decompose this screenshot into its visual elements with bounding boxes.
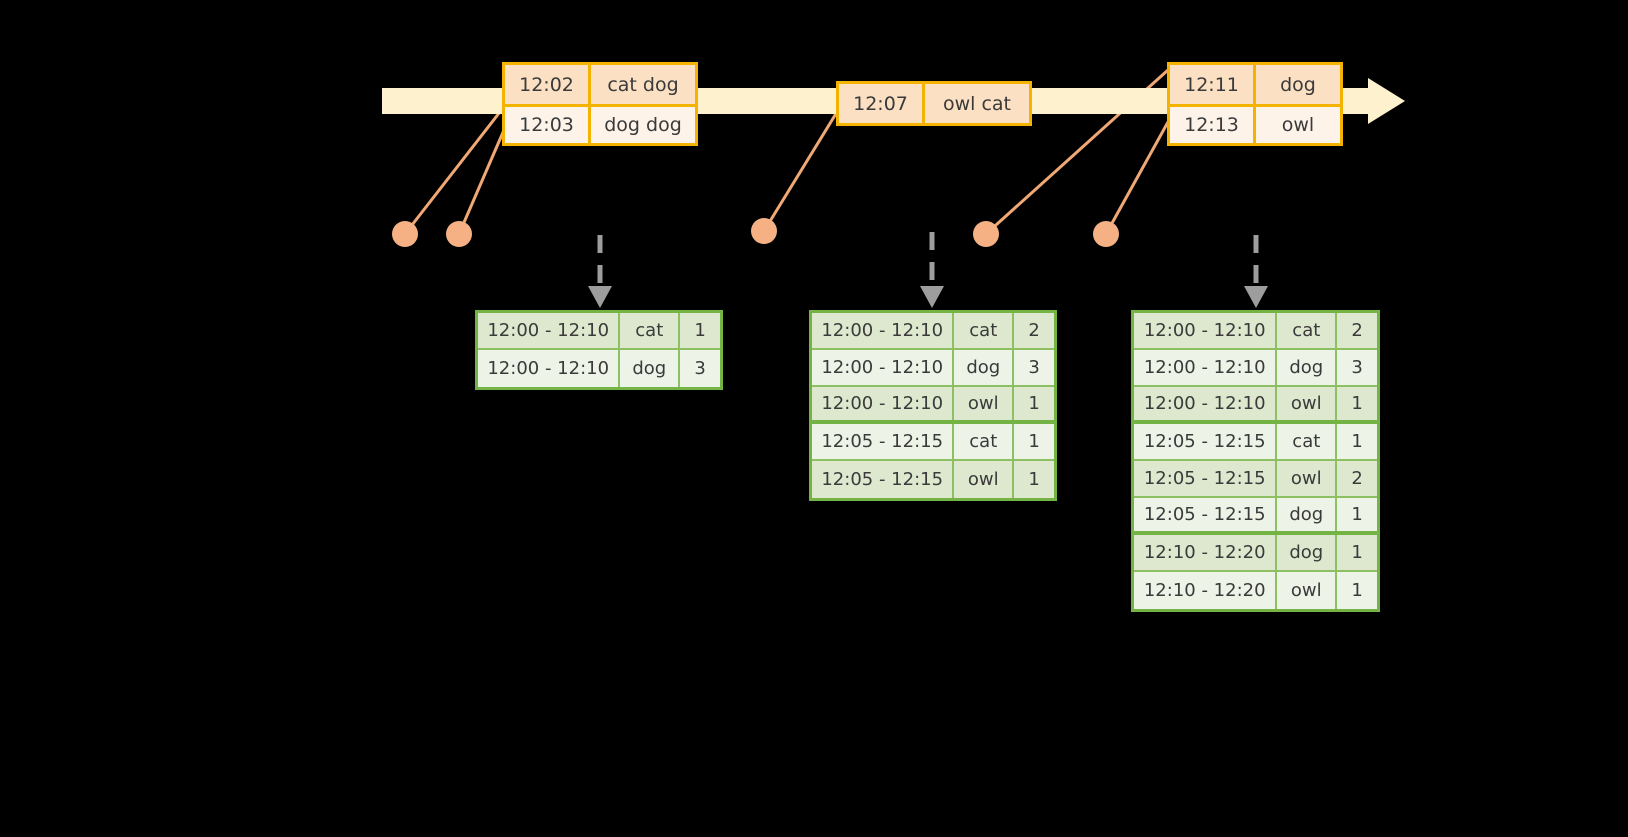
- count-cell: 2: [1351, 320, 1363, 341]
- table-row[interactable]: 12:00 - 12:10 cat 1: [478, 313, 720, 350]
- table-row[interactable]: 12:10 - 12:20 owl 1: [1134, 572, 1377, 609]
- event-row[interactable]: 12:07 owl cat: [839, 84, 1029, 123]
- event-value: owl: [1281, 114, 1315, 136]
- connector-line-3: [762, 111, 839, 232]
- table-row[interactable]: 12:00 - 12:10 dog 3: [1134, 350, 1377, 387]
- table-row[interactable]: 12:00 - 12:10 owl 1: [1134, 387, 1377, 424]
- event-time: 12:07: [839, 84, 925, 123]
- table-row[interactable]: 12:05 - 12:15 owl 1: [812, 461, 1054, 498]
- window-cell: 12:05 - 12:15: [1134, 424, 1278, 459]
- window-cell: 12:10 - 12:20: [1134, 535, 1278, 570]
- result-table-1[interactable]: 12:00 - 12:10 cat 1 12:00 - 12:10 dog 3: [475, 310, 723, 390]
- count-cell: 3: [1028, 357, 1040, 378]
- event-value: dog dog: [604, 114, 682, 136]
- emit-arrowheads: [588, 286, 1268, 308]
- event-row[interactable]: 12:03 dog dog: [505, 104, 695, 143]
- window-cell: 12:00 - 12:10: [1134, 350, 1278, 385]
- event-group-1[interactable]: 12:02 cat dog 12:03 dog dog: [502, 62, 698, 146]
- table-row[interactable]: 12:00 - 12:10 cat 2: [812, 313, 1054, 350]
- window-cell: 12:05 - 12:15: [812, 461, 955, 498]
- window-cell: 12:05 - 12:15: [1134, 461, 1278, 496]
- event-time: 12:03: [505, 107, 591, 143]
- key-cell: cat: [620, 313, 681, 348]
- table-row[interactable]: 12:10 - 12:20 dog 1: [1134, 535, 1377, 572]
- event-group-3[interactable]: 12:11 dog 12:13 owl: [1167, 62, 1343, 146]
- window-cell: 12:00 - 12:10: [478, 350, 621, 387]
- connector-line-5: [1104, 121, 1170, 235]
- event-time: 12:13: [1170, 107, 1256, 143]
- event-group-2[interactable]: 12:07 owl cat: [836, 81, 1032, 126]
- table-row[interactable]: 12:00 - 12:10 owl 1: [812, 387, 1054, 424]
- connector-line-2: [457, 129, 506, 235]
- key-cell: owl: [1277, 461, 1338, 496]
- table-row[interactable]: 12:05 - 12:15 owl 2: [1134, 461, 1377, 498]
- window-cell: 12:00 - 12:10: [812, 387, 955, 420]
- emit-arrowhead-3: [1244, 286, 1268, 308]
- event-time: 12:11: [1170, 65, 1256, 104]
- table-row[interactable]: 12:05 - 12:15 cat 1: [1134, 424, 1377, 461]
- count-cell: 2: [1351, 468, 1363, 489]
- table-row[interactable]: 12:00 - 12:10 cat 2: [1134, 313, 1377, 350]
- connector-dots: [392, 218, 1119, 247]
- table-row[interactable]: 12:05 - 12:15 dog 1: [1134, 498, 1377, 535]
- emit-arrowhead-1: [588, 286, 612, 308]
- key-cell: dog: [1277, 350, 1338, 385]
- count-cell: 3: [1351, 357, 1363, 378]
- key-cell: owl: [954, 461, 1015, 498]
- event-dot-4: [973, 221, 999, 247]
- key-cell: dog: [1277, 535, 1338, 570]
- emit-arrows: [597, 232, 1259, 288]
- event-dot-2: [446, 221, 472, 247]
- count-cell: 1: [1351, 393, 1363, 414]
- count-cell: 1: [1351, 504, 1363, 525]
- count-cell: 2: [1028, 320, 1040, 341]
- event-value: cat dog: [607, 73, 679, 96]
- key-cell: cat: [1277, 313, 1338, 348]
- event-row[interactable]: 12:02 cat dog: [505, 65, 695, 104]
- emit-arrowhead-2: [920, 286, 944, 308]
- table-row[interactable]: 12:05 - 12:15 cat 1: [812, 424, 1054, 461]
- table-row[interactable]: 12:00 - 12:10 dog 3: [812, 350, 1054, 387]
- key-cell: dog: [620, 350, 681, 387]
- window-cell: 12:05 - 12:15: [1134, 498, 1278, 531]
- key-cell: owl: [1277, 572, 1338, 609]
- count-cell: 1: [1351, 431, 1363, 452]
- count-cell: 1: [1351, 542, 1363, 563]
- event-row[interactable]: 12:13 owl: [1170, 104, 1340, 143]
- count-cell: 1: [1028, 431, 1040, 452]
- key-cell: cat: [954, 424, 1015, 459]
- key-cell: owl: [954, 387, 1015, 420]
- count-cell: 1: [1028, 469, 1040, 490]
- event-value: dog: [1280, 73, 1316, 96]
- event-dot-5: [1093, 221, 1119, 247]
- count-cell: 3: [694, 358, 706, 379]
- key-cell: owl: [1277, 387, 1338, 420]
- key-cell: cat: [954, 313, 1015, 348]
- window-cell: 12:05 - 12:15: [812, 424, 955, 459]
- window-cell: 12:00 - 12:10: [1134, 387, 1278, 420]
- event-time: 12:02: [505, 65, 591, 104]
- window-cell: 12:10 - 12:20: [1134, 572, 1278, 609]
- key-cell: dog: [954, 350, 1015, 385]
- event-row[interactable]: 12:11 dog: [1170, 65, 1340, 104]
- window-cell: 12:00 - 12:10: [478, 313, 621, 348]
- key-cell: dog: [1277, 498, 1338, 531]
- count-cell: 1: [1028, 393, 1040, 414]
- table-row[interactable]: 12:00 - 12:10 dog 3: [478, 350, 720, 387]
- connector-line-1: [403, 107, 505, 235]
- result-table-3[interactable]: 12:00 - 12:10 cat 2 12:00 - 12:10 dog 3 …: [1131, 310, 1380, 612]
- window-cell: 12:00 - 12:10: [812, 350, 955, 385]
- result-table-2[interactable]: 12:00 - 12:10 cat 2 12:00 - 12:10 dog 3 …: [809, 310, 1057, 501]
- event-value: owl cat: [942, 92, 1012, 115]
- window-cell: 12:00 - 12:10: [812, 313, 955, 348]
- event-dot-1: [392, 221, 418, 247]
- key-cell: cat: [1277, 424, 1338, 459]
- count-cell: 1: [694, 320, 706, 341]
- count-cell: 1: [1351, 580, 1363, 601]
- window-cell: 12:00 - 12:10: [1134, 313, 1278, 348]
- event-dot-3: [751, 218, 777, 244]
